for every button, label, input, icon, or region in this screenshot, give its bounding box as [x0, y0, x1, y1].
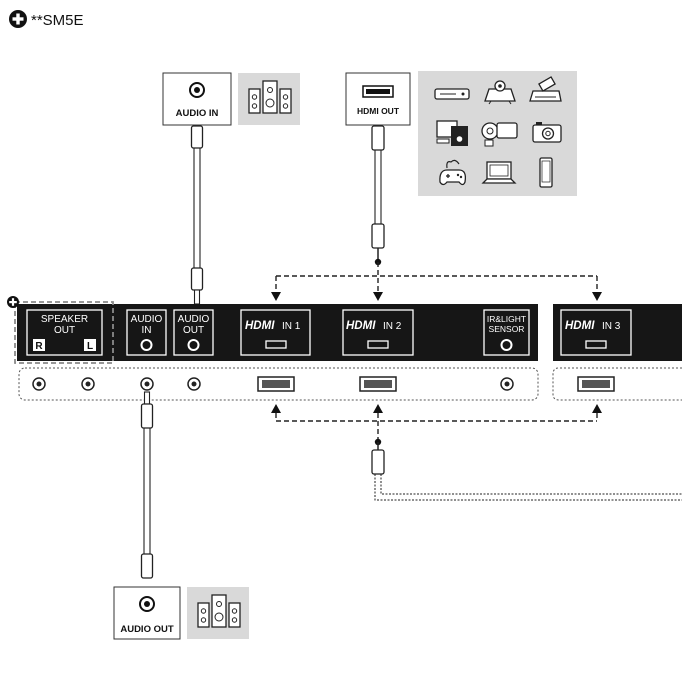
optical-cable-bottom [140, 391, 154, 579]
hdmi-socket-icon [257, 376, 295, 392]
speaker-out-line1: SPEAKER [41, 314, 88, 325]
speaker-set-icon [187, 587, 249, 639]
jack-icon [500, 377, 514, 391]
camcorder-icon [481, 122, 518, 147]
ir-sensor-line1: IR&LIGHT [487, 314, 526, 324]
hdmi-in-1-port: HDMI IN 1 [240, 309, 311, 356]
audio-in-line2: IN [142, 325, 152, 336]
audio-out-label: AUDIO OUT [120, 624, 174, 635]
audio-out-line2: OUT [183, 325, 204, 336]
speaker-out-line2: OUT [54, 325, 75, 336]
hdmi-out-device: HDMI OUT [345, 72, 411, 126]
hdmi-socket-icon [577, 376, 615, 392]
hdmi-logo: HDMI [346, 320, 376, 332]
speaker-out-port: SPEAKER OUT R L [26, 309, 103, 356]
camera-icon [532, 122, 562, 143]
hdmi-socket-icon [359, 376, 397, 392]
plus-circle-icon [9, 10, 27, 28]
hdmi-out-label: HDMI OUT [357, 106, 400, 116]
ir-light-sensor-port: IR&LIGHT SENSOR [483, 309, 530, 356]
jack-icon [81, 377, 95, 391]
hdmi-in-2-label: IN 2 [383, 321, 402, 332]
hdmi-in-3-label: IN 3 [602, 321, 621, 332]
laptop-icon [481, 161, 517, 184]
hdmi-cable-bottom [371, 442, 682, 501]
hdmi-port-icon [362, 85, 394, 98]
hdmi-routing-top [271, 258, 602, 301]
hdmi-source-devices [418, 71, 577, 196]
audio-in-port: AUDIO IN [126, 309, 167, 356]
speaker-out-r: R [35, 341, 43, 352]
hdmi-routing-bottom [271, 404, 602, 446]
jack-icon [32, 377, 46, 391]
hdmi-logo: HDMI [245, 320, 275, 332]
hdmi-logo: HDMI [565, 320, 595, 332]
ir-sensor-line2: SENSOR [489, 324, 525, 334]
audio-jack-icon [189, 82, 205, 98]
jack-icon [140, 377, 154, 391]
audio-out-line1: AUDIO [178, 314, 210, 325]
connector-panel: SPEAKER OUT R L AUDIO IN AUDIO OUT HDMI … [7, 296, 682, 364]
hdmi-in-1-label: IN 1 [282, 321, 301, 332]
model-label: **SM5E [31, 12, 84, 29]
audio-jack-icon [139, 596, 155, 612]
game-controller-icon [439, 159, 467, 186]
smartphone-icon [539, 157, 553, 188]
speaker-out-l: L [87, 341, 93, 352]
jack-icon [187, 377, 201, 391]
physical-port-row [18, 367, 682, 401]
audio-in-device: AUDIO IN [162, 72, 232, 126]
audio-out-device: AUDIO OUT [113, 586, 181, 640]
pc-icon [436, 120, 468, 146]
speaker-set-icon [238, 73, 300, 125]
set-top-box-icon [529, 76, 562, 102]
optical-cable-top [190, 125, 204, 305]
hdmi-in-2-port: HDMI IN 2 [342, 309, 414, 356]
audio-out-port: AUDIO OUT [173, 309, 214, 356]
audio-in-label: AUDIO IN [176, 108, 219, 119]
hdmi-cable-top [371, 125, 385, 262]
plus-circle-icon [7, 296, 19, 308]
dvd-player-icon [434, 88, 470, 100]
audio-in-line1: AUDIO [131, 314, 163, 325]
hdmi-in-3-port: HDMI IN 3 [560, 309, 632, 356]
projector-icon [484, 80, 516, 105]
